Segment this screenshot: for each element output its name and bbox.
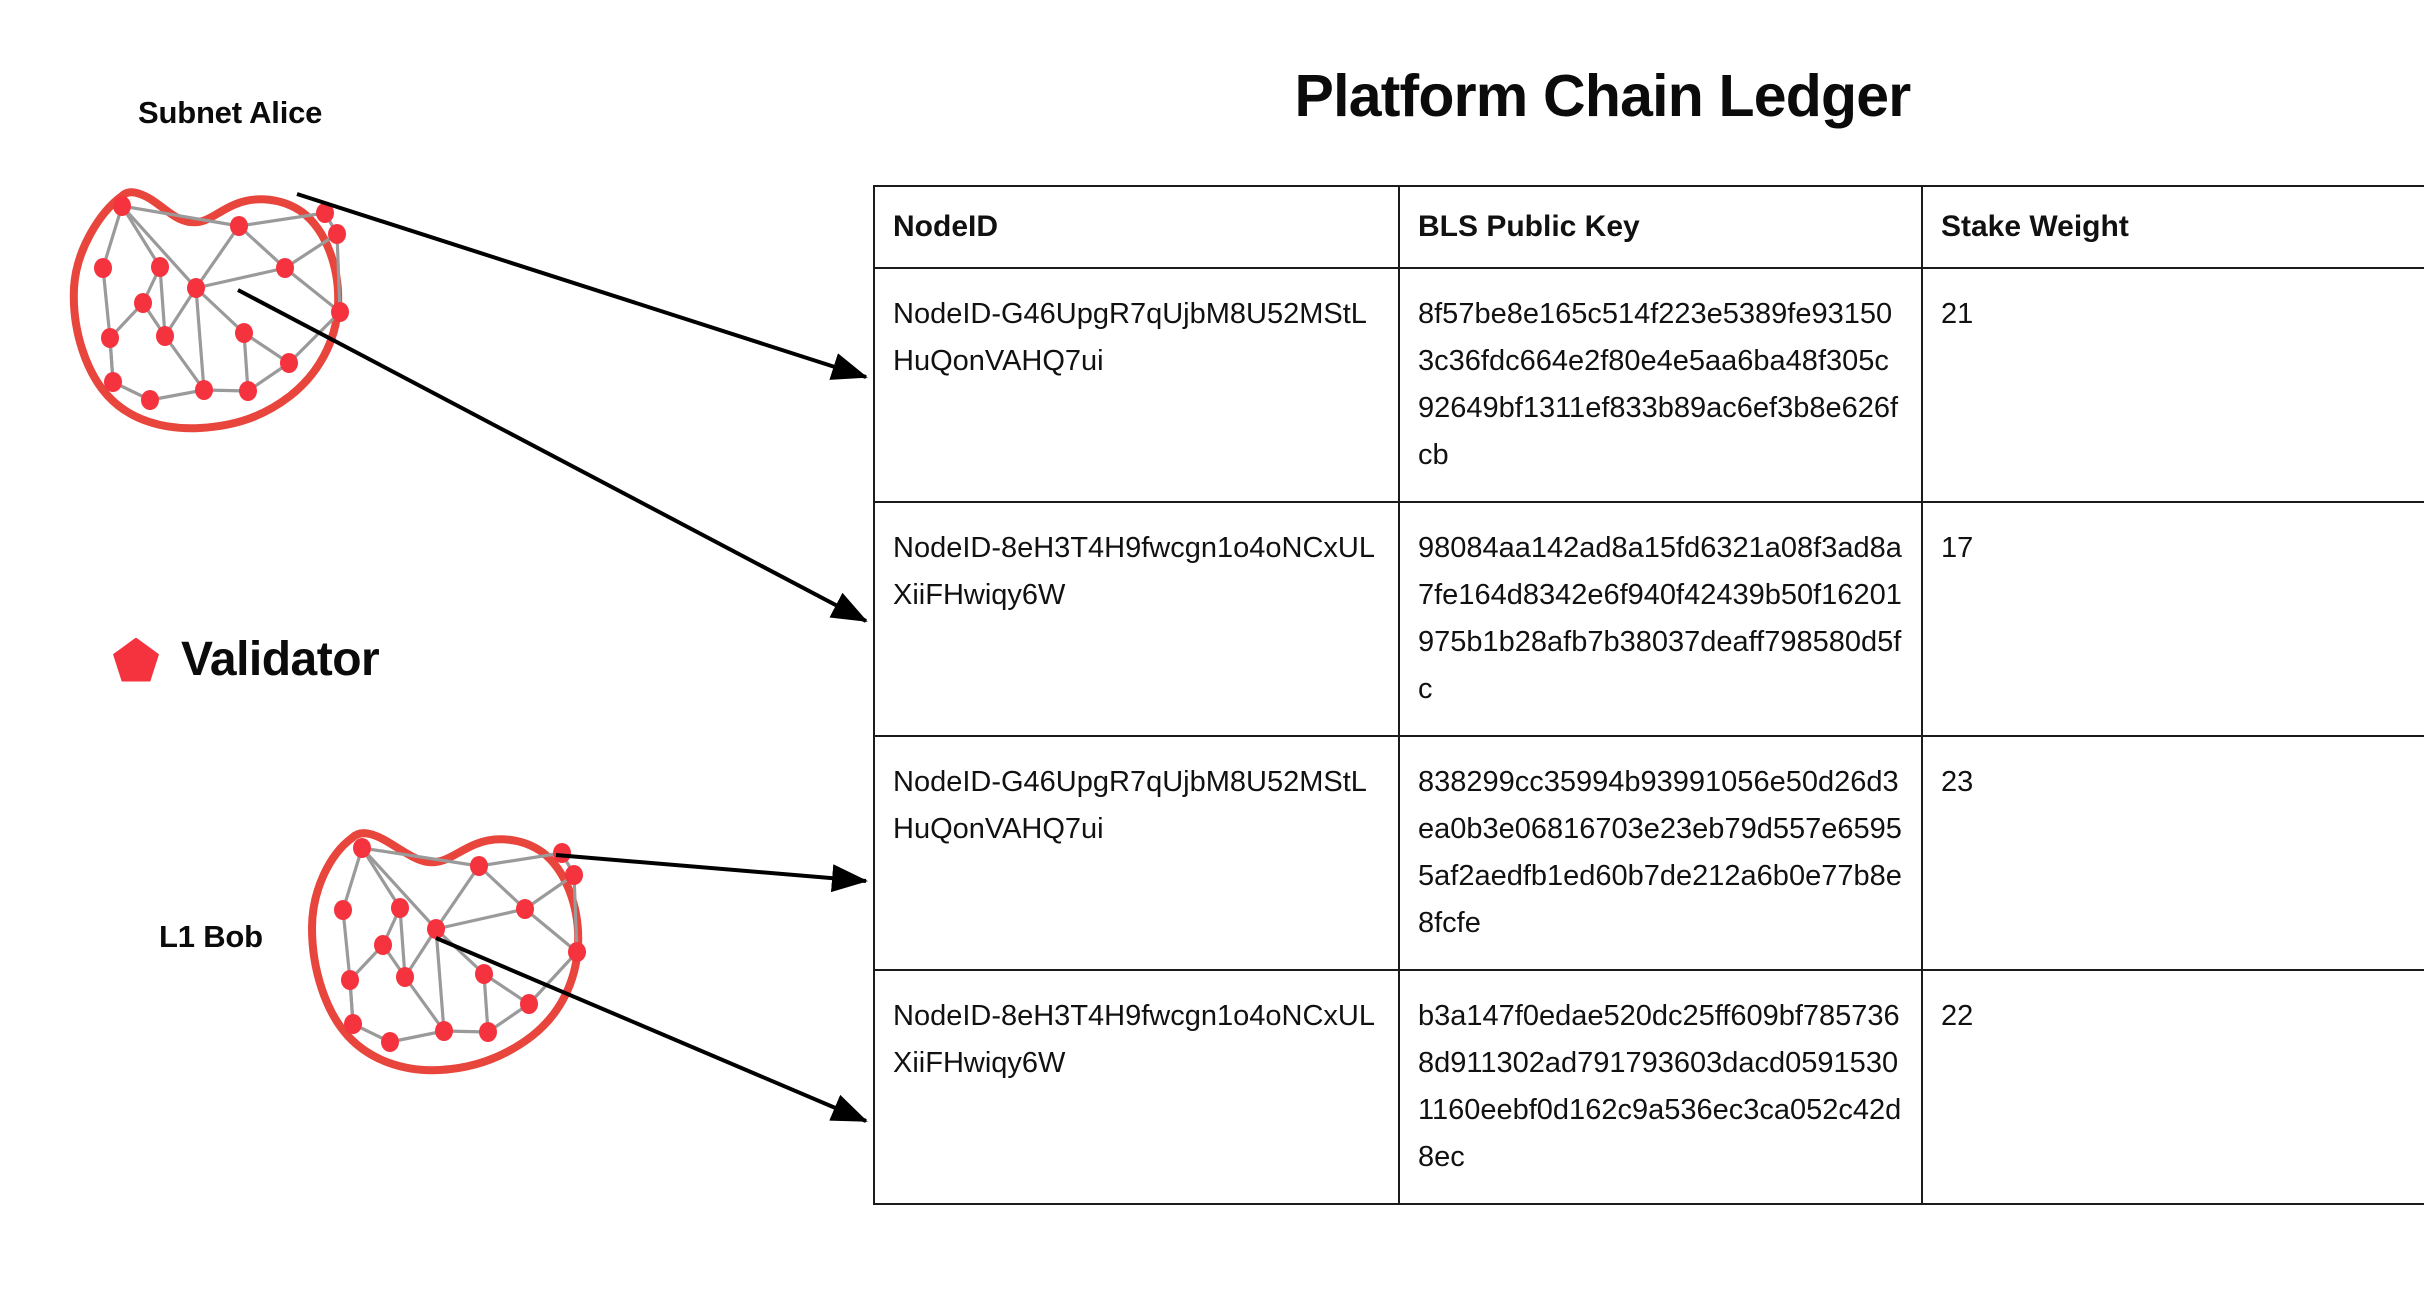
arrow-subnet-alice-row2 [237, 288, 868, 623]
validator-node [113, 196, 131, 216]
validator-node [101, 328, 119, 348]
validator-node [334, 900, 352, 920]
column-header-bls-public-key: BLS Public Key [1398, 185, 1923, 269]
l1-bob-label: L1 Bob [159, 919, 263, 954]
validator-node [565, 865, 583, 885]
subnet-alice-group [69, 188, 349, 433]
validator-node [520, 994, 538, 1014]
validator-node [239, 381, 257, 401]
l1-bob-validators [334, 838, 586, 1052]
l1-bob-boundary [308, 829, 583, 1075]
validator-legend: Validator [113, 632, 380, 687]
validator-node [141, 390, 159, 410]
validator-node [353, 838, 371, 858]
validator-node [280, 353, 298, 373]
cell-bls-public-key: 8f57be8e165c514f223e5389fe931503c36fdc66… [1398, 267, 1923, 503]
validator-node [328, 224, 346, 244]
cell-stake-weight: 23 [1921, 734, 2424, 971]
cell-bls-public-key: 98084aa142ad8a15fd6321a08f3ad8a7fe164d83… [1398, 500, 1923, 737]
cell-nodeid: NodeID-8eH3T4H9fwcgn1o4oNCxULXiiFHwiqy6W [873, 968, 1400, 1205]
validator-node [427, 919, 445, 939]
validator-node [316, 203, 334, 223]
validator-node [276, 258, 294, 278]
table-row: NodeID-G46UpgR7qUjbM8U52MStLHuQonVAHQ7ui… [873, 734, 2424, 971]
validator-node [396, 967, 414, 987]
validator-node [235, 323, 253, 343]
validator-node [341, 970, 359, 990]
cell-nodeid: NodeID-G46UpgR7qUjbM8U52MStLHuQonVAHQ7ui [873, 267, 1400, 503]
validator-node [331, 302, 349, 322]
validator-node [344, 1014, 362, 1034]
l1-bob-group [308, 829, 586, 1075]
validator-node [151, 257, 169, 277]
table-row: NodeID-8eH3T4H9fwcgn1o4oNCxULXiiFHwiqy6W… [873, 968, 2424, 1205]
cell-stake-weight: 21 [1921, 267, 2424, 503]
table-header-row: NodeID BLS Public Key Stake Weight [873, 185, 2424, 269]
cell-bls-public-key: b3a147f0edae520dc25ff609bf7857368d911302… [1398, 968, 1923, 1205]
subnet-alice-validators [94, 196, 349, 410]
column-header-stake-weight: Stake Weight [1921, 185, 2424, 269]
validator-node [230, 216, 248, 236]
table-row: NodeID-G46UpgR7qUjbM8U52MStLHuQonVAHQ7ui… [873, 267, 2424, 503]
network-diagram [69, 188, 868, 1123]
validator-node [553, 843, 571, 863]
ledger-table-container: NodeID BLS Public Key Stake Weight NodeI… [873, 185, 2424, 1205]
column-header-nodeid: NodeID [873, 185, 1400, 269]
page-title: Platform Chain Ledger [1294, 63, 1912, 129]
ledger-connectors [237, 192, 868, 1123]
cell-stake-weight: 22 [1921, 968, 2424, 1205]
validator-node [435, 1021, 453, 1041]
validator-node [187, 278, 205, 298]
cell-stake-weight: 17 [1921, 500, 2424, 737]
validator-node [104, 372, 122, 392]
pentagon-icon [113, 637, 159, 682]
table-header: NodeID BLS Public Key Stake Weight [873, 185, 2424, 269]
arrow-l1-bob-row3 [555, 853, 868, 893]
validator-node [479, 1022, 497, 1042]
validator-node [568, 942, 586, 962]
validator-legend-label: Validator [181, 633, 380, 686]
cell-nodeid: NodeID-8eH3T4H9fwcgn1o4oNCxULXiiFHwiqy6W [873, 500, 1400, 737]
validator-node [475, 964, 493, 984]
validator-node [381, 1032, 399, 1052]
platform-chain-ledger-table: NodeID BLS Public Key Stake Weight NodeI… [873, 185, 2424, 1205]
arrow-subnet-alice-row1 [296, 192, 868, 380]
subnet-alice-boundary [69, 188, 343, 433]
cell-bls-public-key: 838299cc35994b93991056e50d26d3ea0b3e0681… [1398, 734, 1923, 971]
arrow-l1-bob-row4 [435, 936, 868, 1123]
validator-node [470, 856, 488, 876]
validator-node [516, 899, 534, 919]
validator-node [374, 935, 392, 955]
validator-node [195, 380, 213, 400]
subnet-alice-label: Subnet Alice [138, 95, 323, 130]
validator-node [156, 326, 174, 346]
validator-node [134, 293, 152, 313]
table-row: NodeID-8eH3T4H9fwcgn1o4oNCxULXiiFHwiqy6W… [873, 500, 2424, 737]
validator-node [391, 898, 409, 918]
cell-nodeid: NodeID-G46UpgR7qUjbM8U52MStLHuQonVAHQ7ui [873, 734, 1400, 971]
validator-node [94, 258, 112, 278]
table-body: NodeID-G46UpgR7qUjbM8U52MStLHuQonVAHQ7ui… [873, 267, 2424, 1205]
